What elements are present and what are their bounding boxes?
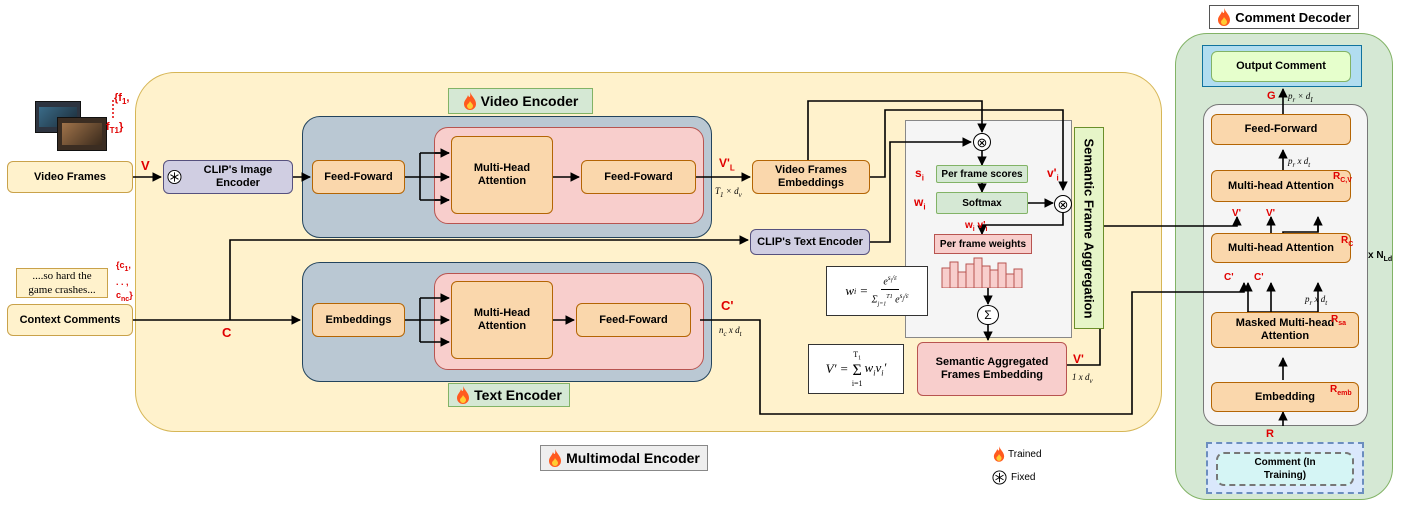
semantic-frame-aggregation-label: Semantic Frame Aggregation (1074, 127, 1104, 329)
flame-icon (457, 386, 470, 404)
symbol-v-prime-agg: V' (1073, 352, 1084, 366)
clip-text-encoder: CLIP's Text Encoder (750, 229, 870, 255)
dim-pr-dt-1: pr x dt (1288, 156, 1311, 169)
symbol-rcv: RC,V (1333, 171, 1352, 184)
symbol-rsa: Rsa (1331, 314, 1347, 327)
context-comments-input: Context Comments (7, 304, 133, 336)
comment-decoder-title: Comment Decoder (1235, 9, 1351, 25)
text-embeddings: Embeddings (312, 303, 405, 337)
symbol-rc: RC (1341, 235, 1354, 248)
output-comment: Output Comment (1211, 51, 1351, 82)
flame-icon (463, 92, 476, 110)
symbol-v: V (141, 158, 150, 173)
multiply-node-right: ⊗ (1054, 195, 1072, 213)
symbol-c-prime-dec-2: C' (1254, 272, 1264, 283)
video-thumbnails (35, 101, 107, 151)
video-multi-head-attention: Multi-Head Attention (451, 136, 553, 214)
text-encoder-banner: Text Encoder (448, 383, 570, 407)
video-encoder-title: Video Encoder (480, 93, 579, 109)
clip-image-encoder: CLIP's Image Encoder (163, 160, 293, 194)
comment-in-training: Comment (In Training) (1216, 452, 1354, 486)
symbol-c-prime: C' (721, 298, 734, 313)
softmax: Softmax (936, 192, 1028, 214)
flame-icon (993, 446, 1005, 462)
comment-set-label: {c1, . . , cnc} (116, 260, 133, 303)
symbol-remb: Remb (1330, 384, 1352, 397)
legend-trained: Trained (993, 446, 1042, 462)
symbol-wi: wi (914, 195, 926, 212)
multiply-node-top: ⊗ (973, 133, 991, 151)
decoder-cross-attention-comments: Multi-head Attention (1211, 233, 1351, 263)
dim-pr-di: pr × dI (1288, 91, 1313, 104)
per-frame-scores: Per frame scores (936, 165, 1028, 183)
sum-node: Σ (977, 305, 999, 325)
text-encoder-title: Text Encoder (474, 387, 562, 403)
per-frame-weights: Per frame weights (934, 234, 1032, 254)
legend-fixed: Fixed (992, 470, 1035, 485)
semantic-aggregated-embedding: Semantic Aggregated Frames Embedding (917, 342, 1067, 396)
dim-1-dv: 1 x dv (1072, 372, 1093, 385)
symbol-g: G (1267, 90, 1276, 102)
decoder-masked-attention: Masked Multi-head Attention (1211, 312, 1359, 348)
symbol-v-prime-dec-1: V' (1232, 208, 1242, 219)
symbol-wi-vi: wi v'i (965, 220, 988, 233)
symbol-v-prime-dec-2: V' (1266, 208, 1276, 219)
multimodal-encoder-title: Multimodal Encoder (566, 450, 700, 466)
symbol-r: R (1266, 428, 1274, 440)
snowflake-icon (167, 169, 182, 185)
symbol-c: C (222, 325, 232, 340)
symbol-c-prime-dec-1: C' (1224, 272, 1234, 283)
text-feed-foward: Feed-Foward (576, 303, 691, 337)
flame-icon (1218, 8, 1231, 26)
snowflake-icon (992, 470, 1007, 485)
repeat-label: x NLd (1368, 250, 1393, 263)
symbol-si: si (915, 166, 924, 183)
multimodal-encoder-banner: Multimodal Encoder (540, 445, 708, 471)
decoder-embedding: Embedding (1211, 382, 1359, 412)
video-frames-input: Video Frames (7, 161, 133, 193)
dim-nc-dt: nc x dt (719, 325, 742, 338)
video-frames-embeddings: Video Frames Embeddings (752, 160, 870, 194)
symbol-v-prime-l: V'L (719, 156, 735, 173)
video-encoder-banner: Video Encoder (448, 88, 593, 114)
frame-set-label: {f1, (114, 92, 130, 107)
symbol-vi-prime: v'i (1047, 166, 1059, 183)
video-feed-foward-1: Feed-Foward (312, 160, 405, 194)
decoder-cross-attention-video: Multi-head Attention (1211, 170, 1351, 202)
flame-icon (549, 449, 562, 467)
dim-t1-dv: T1 × dv (715, 186, 742, 199)
text-multi-head-attention: Multi-Head Attention (451, 281, 553, 359)
comment-decoder-banner: Comment Decoder (1209, 5, 1359, 29)
decoder-feed-forward: Feed-Forward (1211, 114, 1351, 145)
dim-pr-dt-2: pr x dt (1305, 294, 1328, 307)
weights-histogram (941, 257, 1023, 288)
frame-set-label-end: fT1} (106, 121, 124, 136)
comment-snippet: ....so hard the game crashes... (16, 268, 108, 298)
video-feed-foward-2: Feed-Foward (581, 160, 696, 194)
